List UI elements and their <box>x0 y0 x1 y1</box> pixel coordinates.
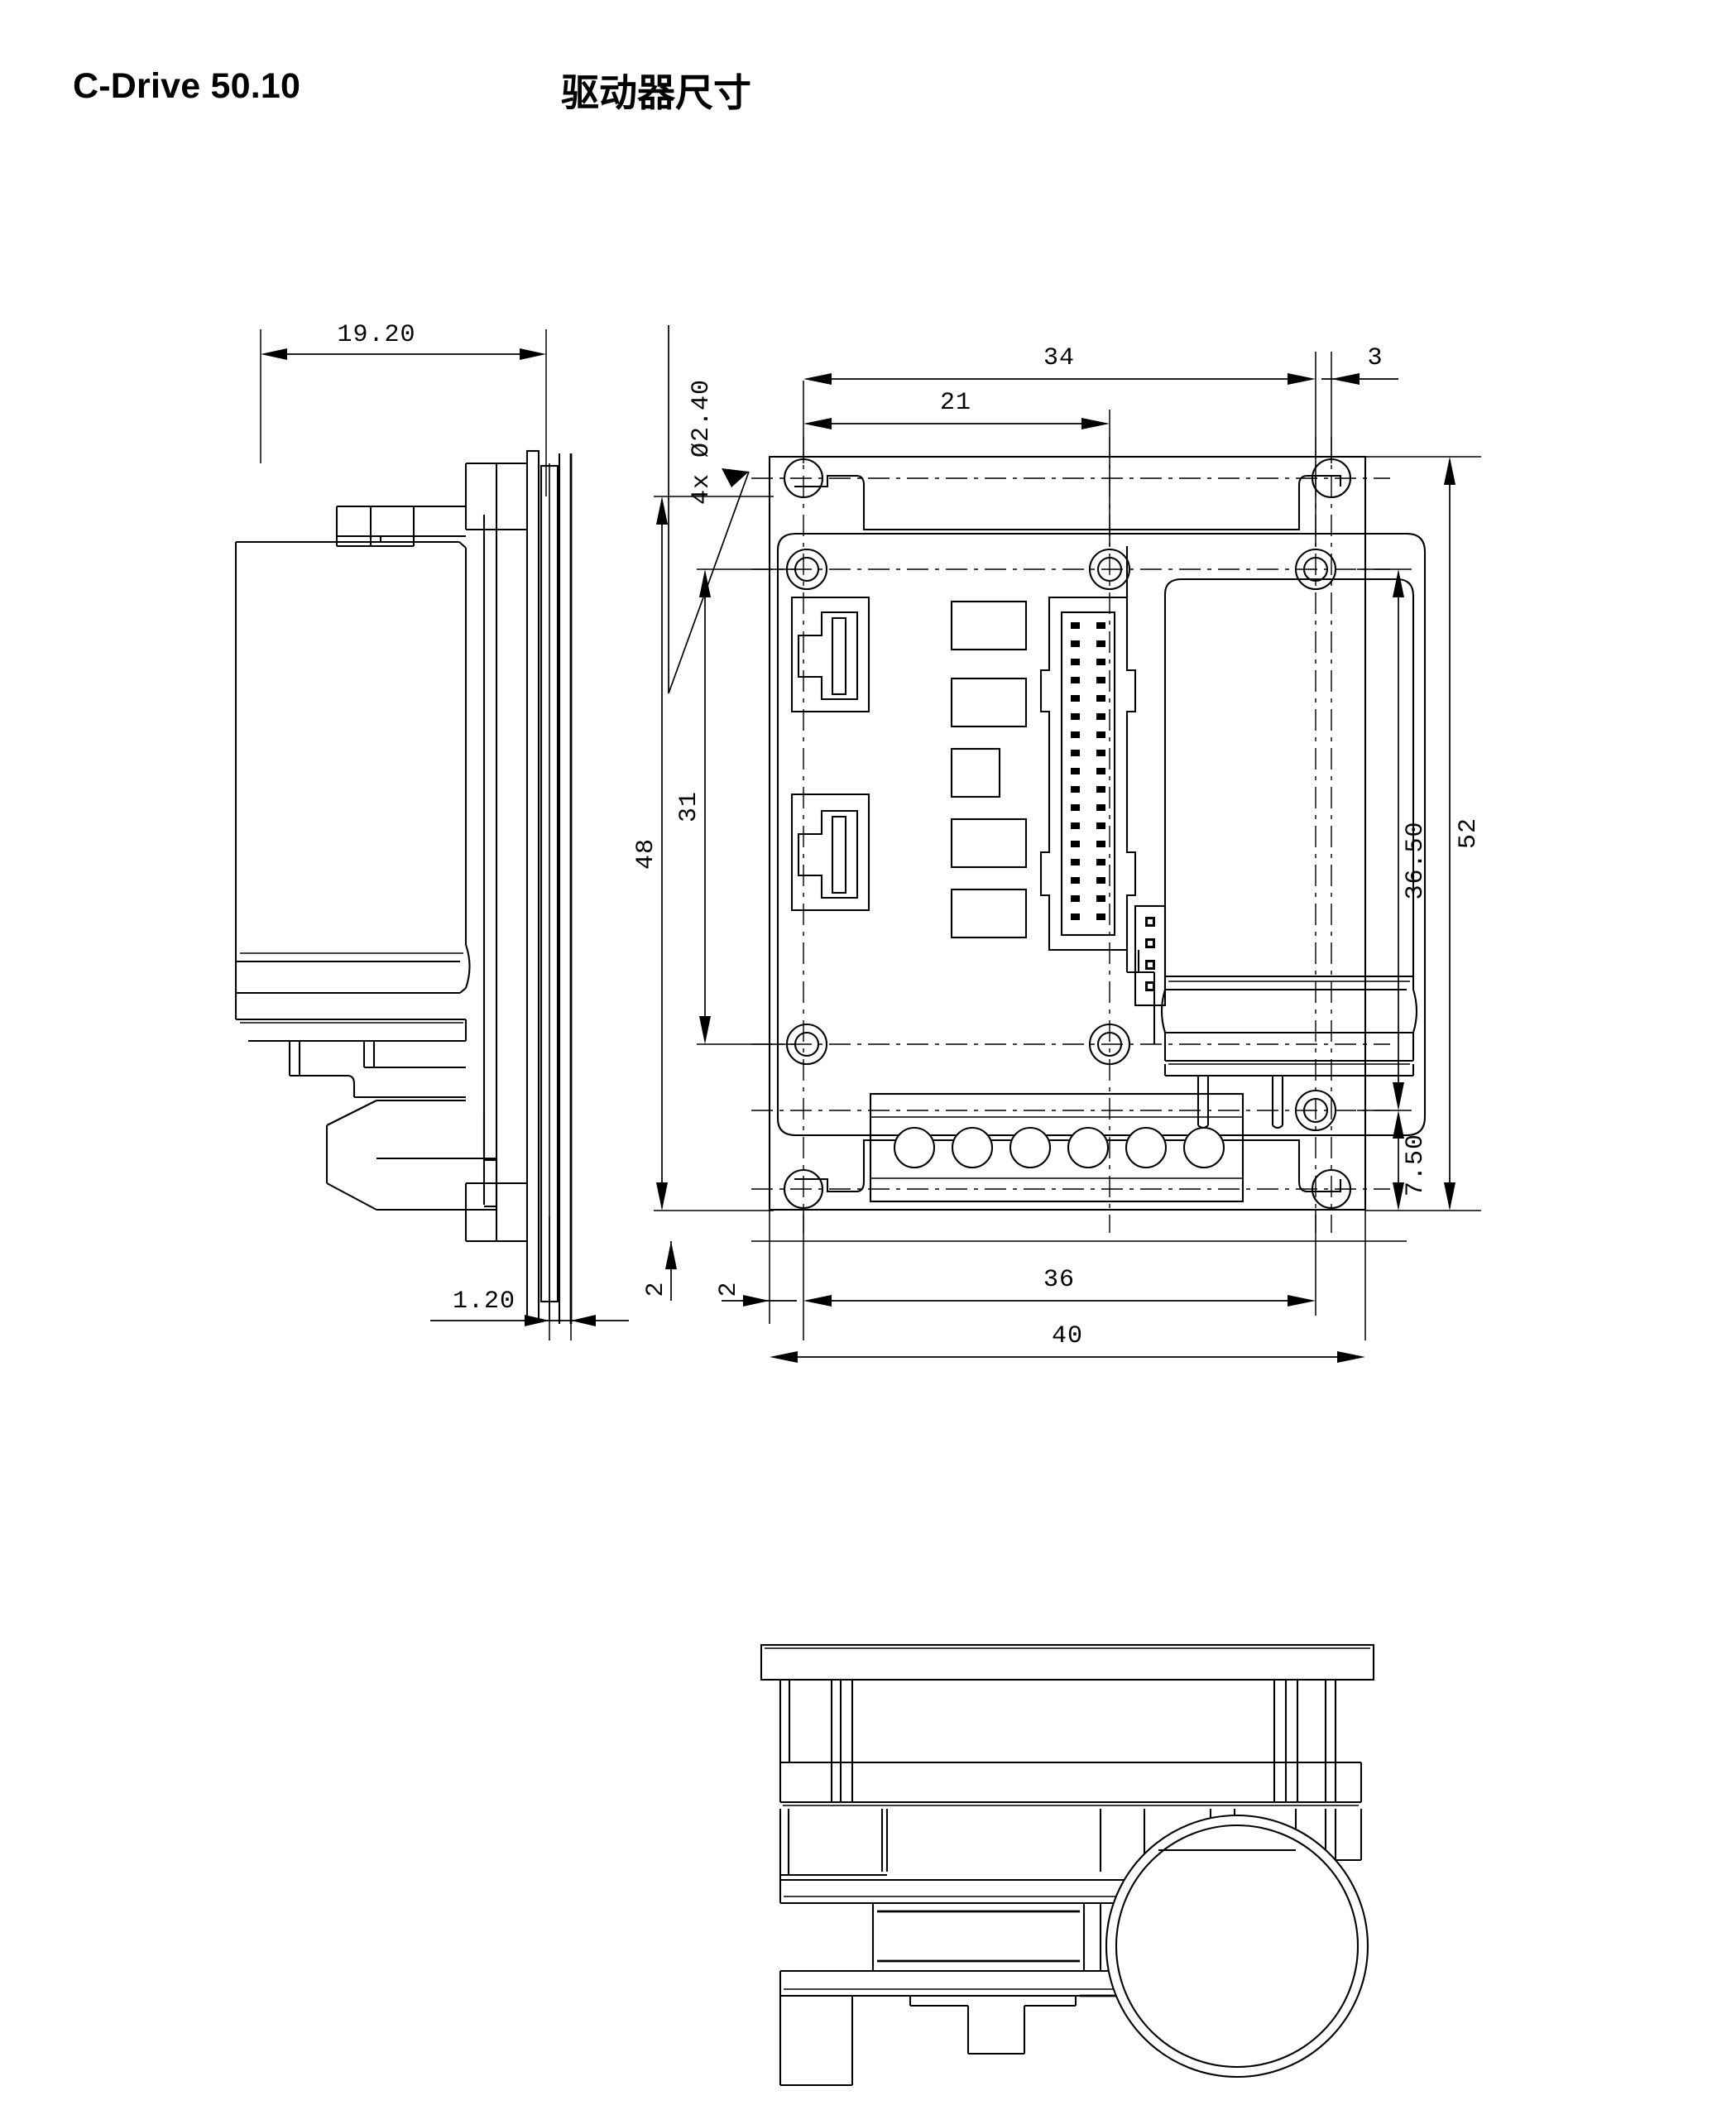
front-view: 4x Ø2.40 <box>632 325 1483 1363</box>
dimension-31: 31 <box>675 568 794 1045</box>
dimension-7-50: 7.50 <box>1393 1110 1430 1211</box>
dimension-36-50-label: 36.50 <box>1402 821 1430 899</box>
hole-callout-4x: 4x Ø2.40 <box>668 325 750 694</box>
dimension-40: 40 <box>770 1322 1365 1363</box>
top-view-bottom <box>760 1643 1375 2087</box>
dimension-19-20: 19.20 <box>260 321 547 496</box>
smd-components <box>950 600 1028 939</box>
idc-header <box>1039 596 1137 952</box>
dimension-2-left-label: 2 <box>642 1281 670 1297</box>
dimension-21-label: 21 <box>940 389 971 417</box>
dimension-48-label: 48 <box>632 838 660 870</box>
hole-callout-label: 4x Ø2.40 <box>688 379 716 505</box>
dimension-2-left: 2 <box>642 1241 677 1301</box>
pcb-board <box>776 532 1427 1137</box>
dimension-52: 52 <box>1365 456 1483 1211</box>
side-view-left: 19.20 <box>234 321 629 1340</box>
dimension-48: 48 <box>632 496 774 1211</box>
dimension-36-label: 36 <box>1043 1266 1075 1294</box>
dimension-2-inner-label: 2 <box>715 1281 743 1297</box>
dimension-19-20-label: 19.20 <box>337 321 415 349</box>
side-profile-body <box>234 449 559 1321</box>
terminal-block <box>869 1092 1244 1203</box>
dimension-36: 36 <box>803 1266 1316 1307</box>
side-mount-plate <box>549 453 573 1324</box>
page-title-subject: 驱动器尺寸 <box>561 70 751 115</box>
sheet-title-row: C-Drive 50.10 驱动器尺寸 <box>73 66 1231 124</box>
hole-centerlines <box>751 437 1390 1233</box>
idc-pin-grid <box>1071 622 1105 920</box>
backplate-outline <box>768 455 1367 1211</box>
edge-connector-upper <box>790 596 870 713</box>
dimension-34-label: 34 <box>1043 344 1075 372</box>
dimension-3: 3 <box>1321 344 1398 463</box>
dimension-1-20: 1.20 <box>430 1216 629 1340</box>
jumper-header <box>1134 904 1167 1007</box>
dimension-7-50-label: 7.50 <box>1402 1134 1430 1196</box>
dimension-3-label: 3 <box>1367 344 1383 372</box>
dimension-34: 34 <box>803 344 1316 546</box>
dimension-52-label: 52 <box>1455 818 1483 849</box>
dimension-2-inner: 2 <box>715 1281 797 1307</box>
dimension-31-label: 31 <box>675 791 703 822</box>
electrolytic-capacitor <box>1160 578 1418 1129</box>
pcb-inner-profile <box>1125 546 1156 1044</box>
edge-connector-lower <box>790 793 870 912</box>
dimension-40-label: 40 <box>1052 1322 1083 1350</box>
page-title-model: C-Drive 50.10 <box>73 66 301 106</box>
dimension-21: 21 <box>803 389 1110 546</box>
dimension-1-20-label: 1.20 <box>453 1287 516 1316</box>
pcb-outline <box>794 474 1342 1193</box>
bottom-extension-lines <box>751 1210 1407 1340</box>
dimension-36-50: 36.50 <box>1357 568 1430 1111</box>
